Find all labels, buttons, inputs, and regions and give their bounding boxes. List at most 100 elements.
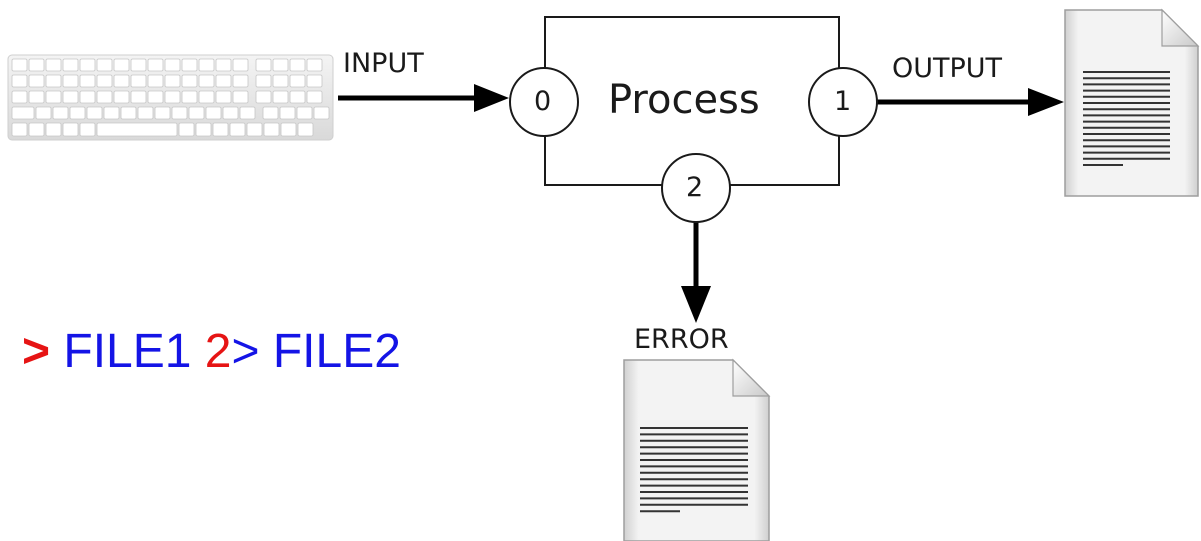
- keyboard-key: [130, 90, 147, 104]
- keyboard-key: [69, 106, 86, 120]
- keyboard-key: [280, 122, 297, 137]
- keyboard-key: [246, 122, 263, 137]
- keyboard-key: [35, 106, 52, 120]
- keyboard-key: [113, 90, 130, 104]
- keyboard-key: [232, 58, 249, 72]
- keyboard-key: [198, 90, 215, 104]
- keyboard-key: [205, 106, 222, 120]
- keyboard-key: [181, 58, 198, 72]
- output-label: OUTPUT: [892, 53, 1003, 84]
- stderr-fd-number: 2: [204, 325, 232, 378]
- keyboard-key: [113, 58, 130, 72]
- keyboard-key: [198, 58, 215, 72]
- keyboard-key: [263, 122, 280, 137]
- port-stderr-number: 2: [686, 172, 704, 203]
- keyboard-key: [28, 74, 45, 88]
- input-arrow: [338, 84, 509, 112]
- keyboard-key: [11, 90, 28, 104]
- keyboard-key: [113, 74, 130, 88]
- keyboard-key: [239, 106, 256, 120]
- keyboard-key: [79, 122, 96, 137]
- port-stdin-circle: [509, 67, 579, 137]
- keyboard-key: [45, 58, 62, 72]
- keyboard-key: [195, 122, 212, 137]
- keyboard-key: [130, 74, 147, 88]
- keyboard-key: [79, 90, 96, 104]
- port-stdin-number: 0: [534, 86, 552, 117]
- keyboard-key: [262, 106, 279, 120]
- keyboard-key: [181, 74, 198, 88]
- keyboard-key: [222, 106, 239, 120]
- redirect-command: > FILE1 2> FILE2: [22, 328, 401, 376]
- error-document-icon: [623, 358, 771, 541]
- keyboard-key: [62, 74, 79, 88]
- keyboard-key: [289, 90, 306, 104]
- keyboard-key: [164, 74, 181, 88]
- keyboard-key: [28, 122, 45, 137]
- keyboard-key: [147, 90, 164, 104]
- keyboard-key: [229, 122, 246, 137]
- error-label: ERROR: [634, 324, 729, 355]
- keyboard-key: [255, 58, 272, 72]
- keyboard-key: [62, 58, 79, 72]
- keyboard-key: [86, 106, 103, 120]
- file2-name: FILE2: [272, 325, 401, 378]
- port-stderr-circle: [661, 153, 731, 223]
- keyboard-key: [79, 58, 96, 72]
- keyboard-key: [96, 122, 178, 137]
- keyboard-key: [296, 106, 313, 120]
- keyboard-key: [198, 74, 215, 88]
- keyboard-key: [272, 58, 289, 72]
- keyboard-key: [52, 106, 69, 120]
- keyboard-key: [313, 106, 330, 120]
- keyboard-key: [212, 122, 229, 137]
- keyboard-key: [181, 90, 198, 104]
- keyboard-key: [45, 122, 62, 137]
- keyboard-key: [28, 90, 45, 104]
- stderr-redirect-operator: >: [231, 325, 260, 378]
- keyboard-key: [28, 58, 45, 72]
- keyboard-key: [306, 74, 323, 88]
- keyboard-key: [120, 106, 137, 120]
- keyboard-key: [255, 90, 272, 104]
- keyboard-key: [11, 74, 28, 88]
- keyboard-key: [103, 106, 120, 120]
- keyboard-key: [306, 90, 323, 104]
- keyboard-key: [164, 90, 181, 104]
- keyboard-key: [232, 74, 249, 88]
- keyboard-key: [164, 58, 181, 72]
- port-stdout-circle: [808, 67, 878, 137]
- keyboard-key: [62, 90, 79, 104]
- keyboard-key: [11, 106, 35, 120]
- keyboard-key: [272, 74, 289, 88]
- keyboard-key: [79, 74, 96, 88]
- error-arrow: [681, 220, 711, 323]
- keyboard-key: [45, 74, 62, 88]
- port-stdout-number: 1: [834, 86, 852, 117]
- keyboard-key: [215, 74, 232, 88]
- keyboard-key: [255, 74, 272, 88]
- keyboard-key: [289, 74, 306, 88]
- keyboard-key: [62, 122, 79, 137]
- output-arrow: [874, 88, 1064, 116]
- keyboard-key: [272, 90, 289, 104]
- keyboard-key: [96, 58, 113, 72]
- keyboard-icon: [7, 54, 334, 141]
- process-label: Process: [608, 77, 760, 123]
- keyboard-key: [45, 90, 62, 104]
- keyboard-key: [188, 106, 205, 120]
- keyboard-key: [96, 90, 113, 104]
- keyboard-key: [306, 58, 323, 72]
- file1-name: FILE1: [63, 325, 192, 378]
- output-document-icon: [1064, 8, 1200, 197]
- keyboard-key: [147, 58, 164, 72]
- keyboard-key: [11, 58, 28, 72]
- keyboard-key: [96, 74, 113, 88]
- keyboard-key: [232, 90, 249, 104]
- keyboard-key: [11, 122, 28, 137]
- keyboard-key: [137, 106, 154, 120]
- input-label: INPUT: [343, 48, 424, 79]
- keyboard-key: [215, 58, 232, 72]
